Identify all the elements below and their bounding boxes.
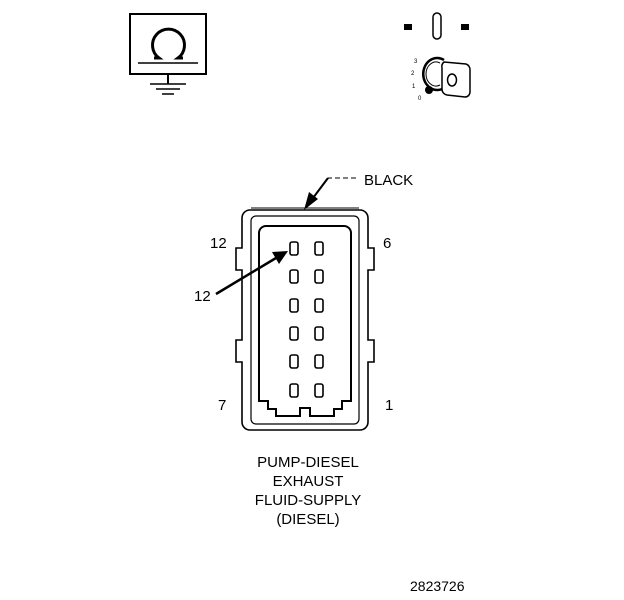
terminal-cavity xyxy=(314,326,324,341)
pin-label-1: 1 xyxy=(385,397,393,414)
terminal-cavity xyxy=(314,354,324,369)
figure-id: 2823726 xyxy=(410,578,465,594)
connector-housing xyxy=(235,207,375,431)
caption-line: PUMP-DIESEL xyxy=(257,454,359,471)
terminal-cavity xyxy=(289,269,299,284)
pin-callout-label-12: 12 xyxy=(194,288,211,305)
pin-label-6: 6 xyxy=(383,235,391,252)
terminal-cavity xyxy=(289,326,299,341)
connector-color-label: BLACK xyxy=(364,172,413,189)
ignition-position-0: 0 xyxy=(418,96,422,102)
pin-label-7: 7 xyxy=(218,397,226,414)
ignition-position-3: 3 xyxy=(414,59,418,65)
connector-caption: PUMP-DIESEL EXHAUST FLUID-SUPPLY (DIESEL… xyxy=(208,453,408,529)
terminal-cavity xyxy=(314,298,324,313)
terminal-cavities xyxy=(289,241,324,398)
terminal-cavity xyxy=(314,241,324,256)
terminal-cavity xyxy=(289,354,299,369)
ohm-meter-ground-icon xyxy=(129,13,207,95)
terminal-cavity xyxy=(314,383,324,398)
color-callout-arrow xyxy=(304,177,356,210)
terminal-cavity xyxy=(289,241,299,256)
caption-line: FLUID-SUPPLY xyxy=(254,492,362,509)
ignition-position-1: 1 xyxy=(412,84,416,90)
pin-label-12: 12 xyxy=(210,235,227,252)
caption-line: EXHAUST xyxy=(272,473,344,490)
terminal-cavity xyxy=(314,269,324,284)
caption-line: (DIESEL) xyxy=(276,511,340,528)
terminal-cavity xyxy=(289,383,299,398)
ignition-key-switch-icon xyxy=(404,12,471,98)
pin-callout-arrow xyxy=(215,251,288,296)
terminal-cavity xyxy=(289,298,299,313)
ignition-position-2: 2 xyxy=(411,71,415,77)
